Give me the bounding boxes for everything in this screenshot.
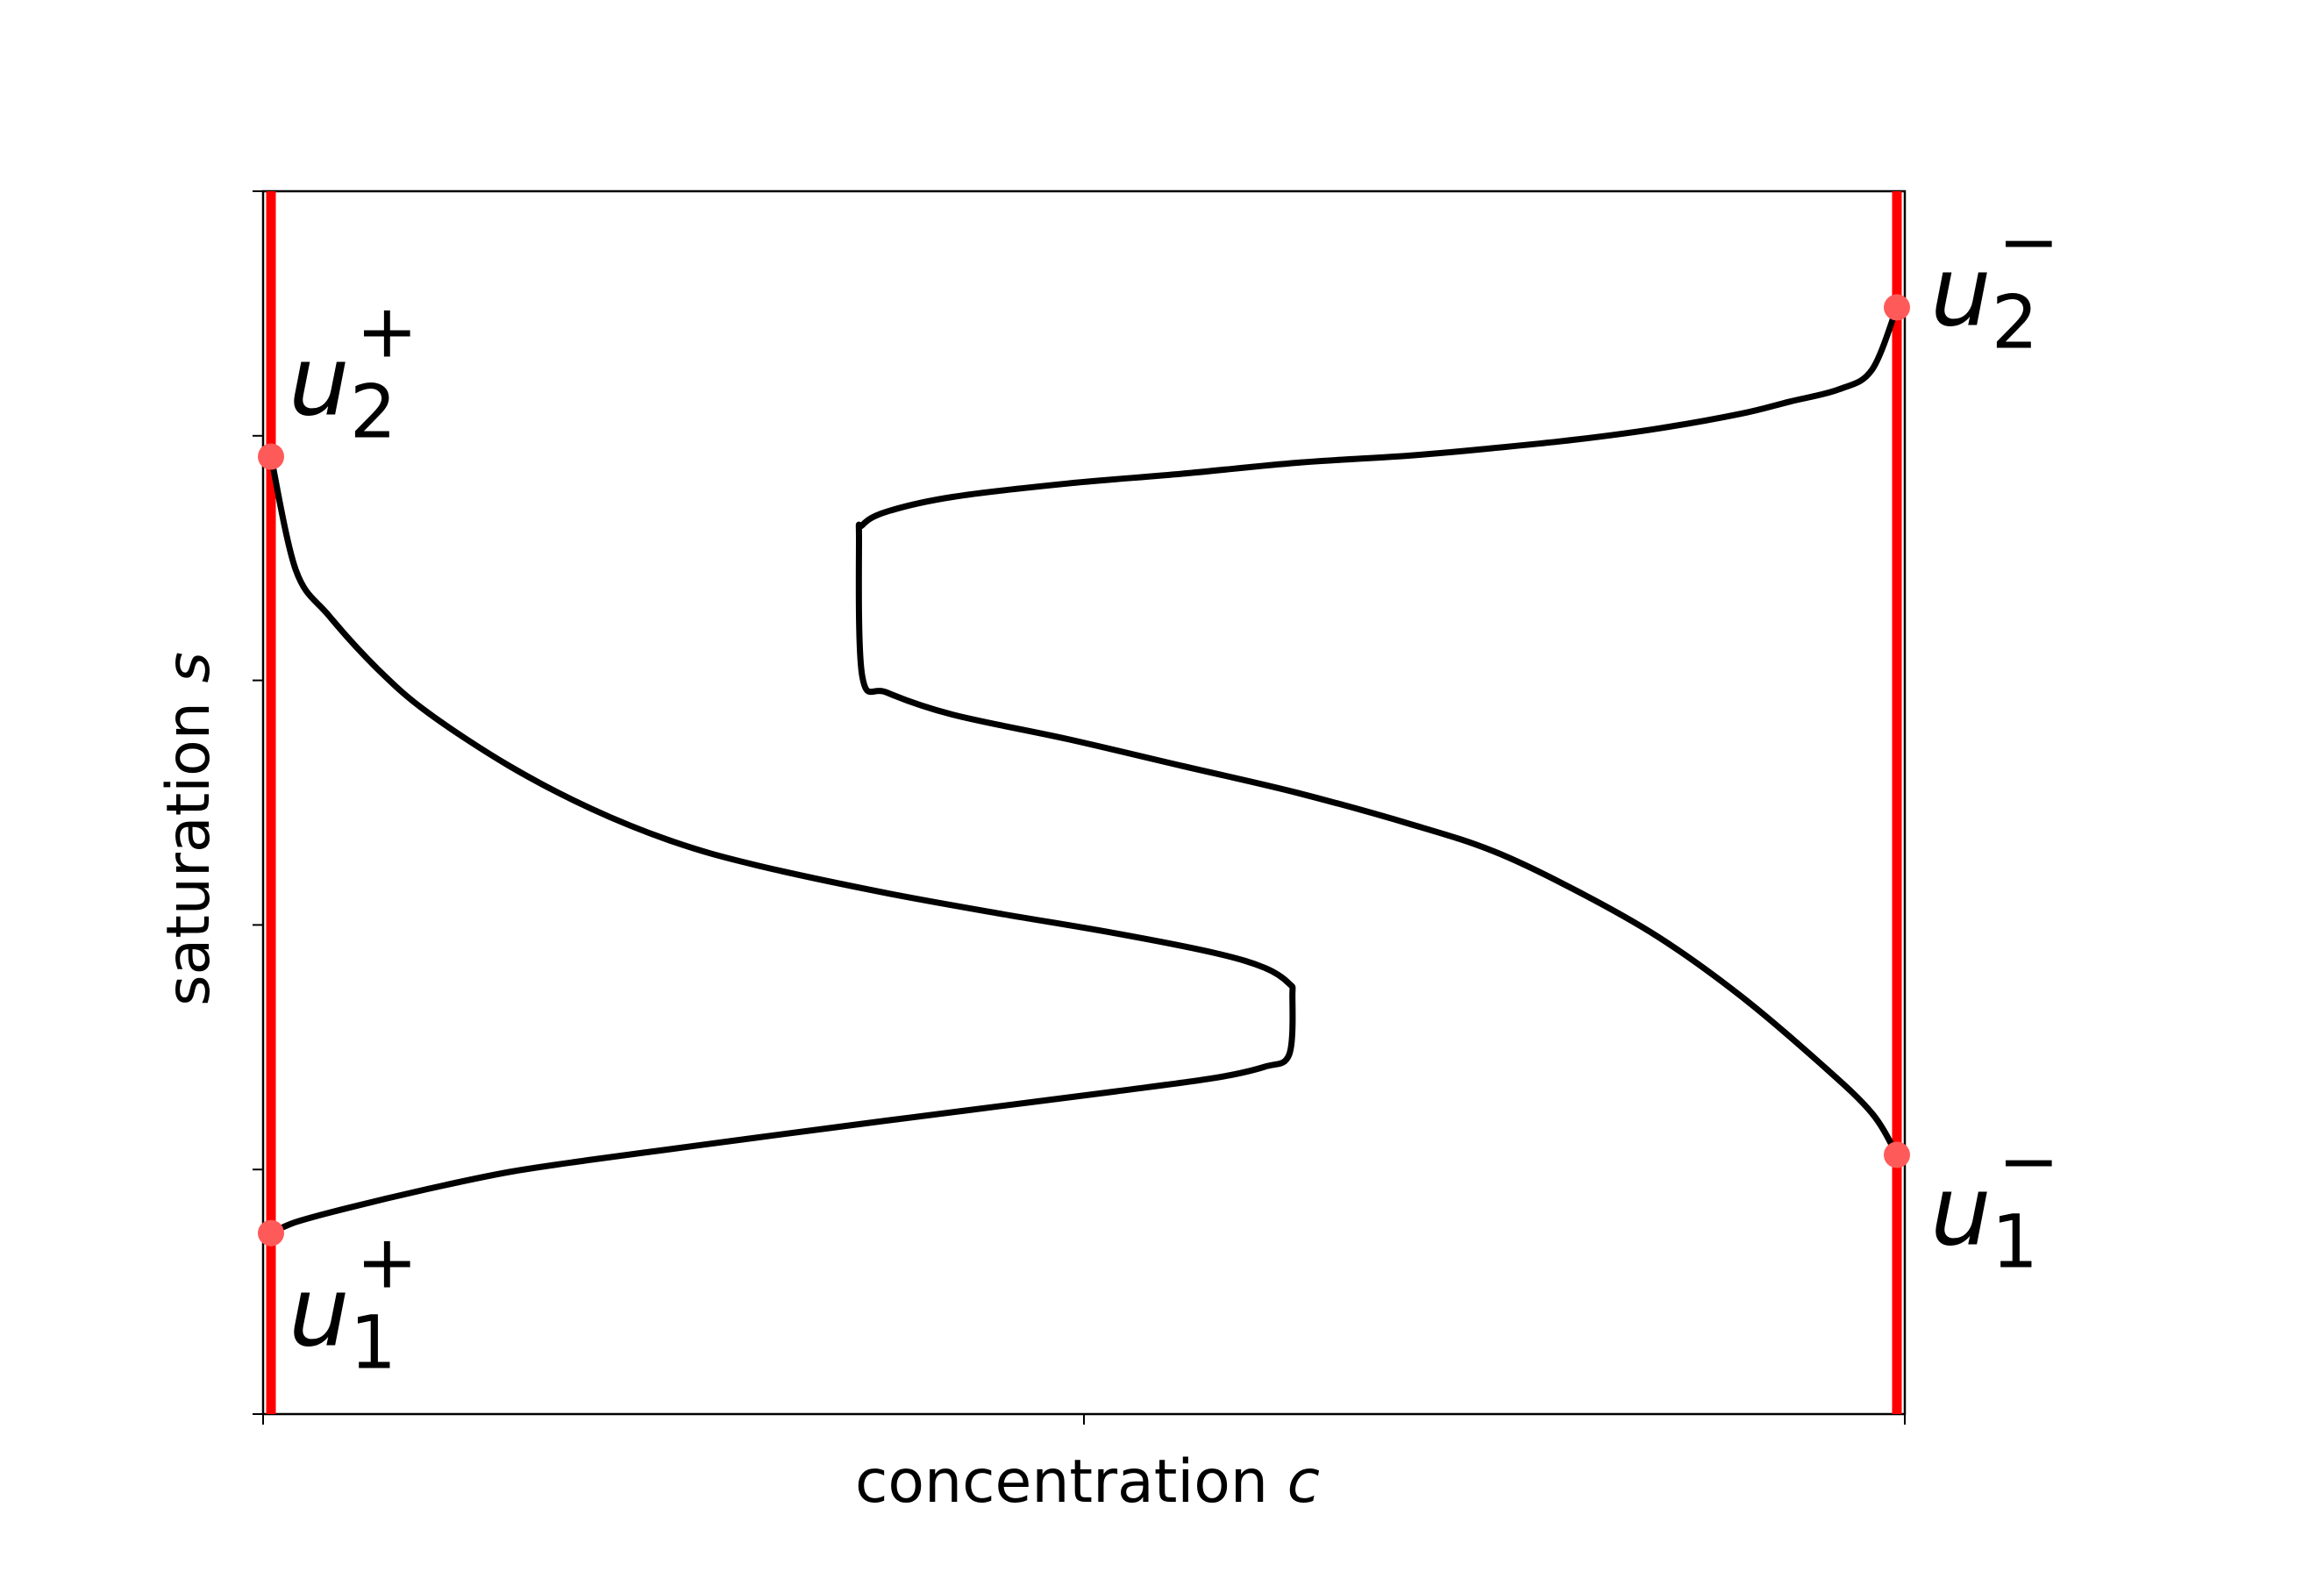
chart-marks: u2+ u1+ u2− u1− <box>258 191 2060 1414</box>
point-u2-plus <box>258 443 284 470</box>
axis-ticks <box>253 190 1906 1425</box>
point-u1-minus <box>1884 1141 1910 1168</box>
label-u2-minus: u2− <box>1930 198 2060 365</box>
plot-area <box>261 189 1907 1416</box>
label-u2-plus: u2+ <box>289 288 418 454</box>
plot-frame <box>261 189 1907 1416</box>
label-u1-plus: u1+ <box>289 1219 418 1386</box>
y-axis-label: saturation s <box>154 652 224 1006</box>
wave-curve-2 <box>855 306 1900 1157</box>
point-u2-minus <box>1884 294 1910 321</box>
label-u1-minus: u1− <box>1930 1118 2060 1284</box>
point-u1-plus <box>258 1219 284 1247</box>
x-axis-variable: c <box>1287 1447 1320 1517</box>
y-axis-variable: s <box>154 652 224 682</box>
wave-curve-1 <box>267 455 1296 1236</box>
x-axis-label: concentration c <box>855 1447 1320 1517</box>
